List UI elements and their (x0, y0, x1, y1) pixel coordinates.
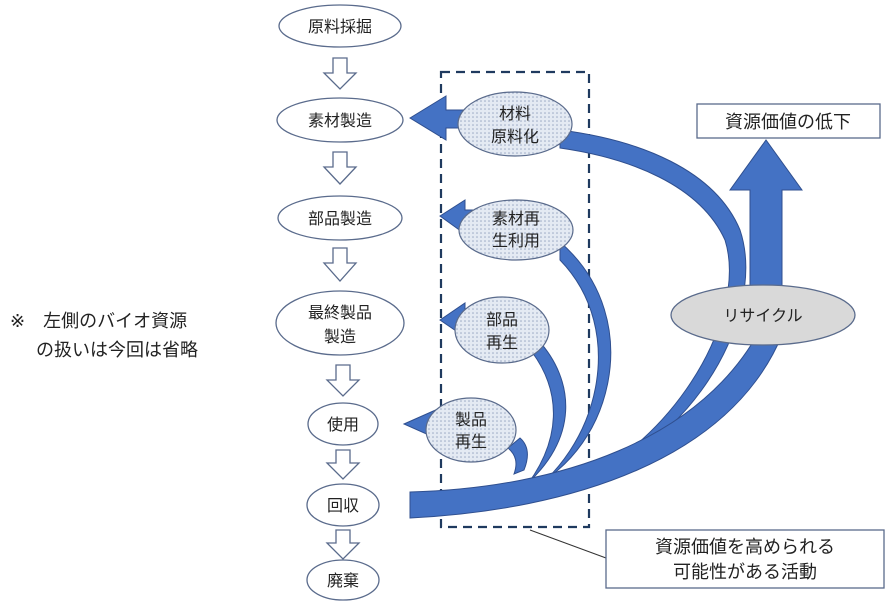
bubble-parts-regen (454, 296, 550, 364)
value-decrease-label: 資源価値の低下 (725, 112, 851, 133)
bubble-product-regen (425, 397, 517, 463)
bubble-product-regen-line1: 製品 (455, 410, 487, 429)
stage-node-collect (306, 483, 380, 527)
stage-node-parts (277, 195, 403, 241)
bubble-material-reuse-line2: 生利用 (492, 231, 540, 250)
stage-node-mining (278, 4, 402, 48)
down-arrow-icon (322, 57, 358, 90)
bubble-parts-regen-line1: 部品 (486, 310, 518, 329)
value-decrease-box (696, 103, 881, 139)
down-arrow-icon (325, 529, 361, 560)
recycle-bubbles: 材料 原料化 素材再 生利用 部品 再生 製品 再生 (425, 91, 574, 463)
side-note-line1: ※ 左側のバイオ資源 (10, 311, 187, 332)
stage-nodes: 原料採掘 素材製造 部品製造 最終製品 製造 使用 回収 廃棄 (275, 4, 405, 601)
stage-label-disposal: 廃棄 (327, 571, 359, 590)
recycle-node (670, 284, 856, 346)
stage-label-collect: 回収 (327, 496, 359, 515)
down-arrow-icon (322, 247, 358, 282)
stage-label-mining: 原料採掘 (308, 17, 372, 36)
return-arrows (402, 95, 803, 519)
stage-node-material (276, 97, 404, 143)
stage-node-final (275, 290, 405, 356)
stage-label-final-2: 製造 (324, 327, 356, 346)
bubble-parts-regen-line2: 再生 (486, 333, 518, 352)
bubble-material-reuse (458, 199, 574, 261)
note-connector (529, 529, 607, 559)
curve-to-material-reuse (519, 240, 612, 501)
flow-arrows (322, 57, 361, 560)
stage-node-disposal (306, 559, 380, 601)
down-arrow-icon (325, 449, 361, 480)
activity-note-box (605, 529, 885, 589)
bubble-material-raw-line1: 材料 (499, 104, 531, 123)
activity-note-line2: 可能性がある活動 (673, 562, 817, 583)
bubble-material-raw (457, 91, 573, 157)
stage-node-use (307, 402, 379, 446)
stage-label-final-1: 最終製品 (308, 303, 372, 322)
stage-label-use: 使用 (327, 415, 359, 434)
curve-to-parts-regen (519, 339, 567, 495)
stage-label-parts: 部品製造 (308, 209, 372, 228)
stage-label-material: 素材製造 (308, 111, 372, 130)
bubble-product-regen-line2: 再生 (455, 432, 487, 451)
bubble-material-reuse-line1: 素材再 (492, 209, 540, 228)
down-arrow-icon (325, 364, 361, 397)
recycle-label: リサイクル (723, 306, 802, 325)
side-note-line2: の扱いは今回は省略 (36, 340, 198, 361)
value-decrease-arrow-icon (729, 139, 803, 301)
down-arrow-icon (322, 151, 358, 185)
activity-note-line1: 資源価値を高められる (655, 537, 835, 558)
bubble-material-raw-line2: 原料化 (491, 127, 539, 146)
